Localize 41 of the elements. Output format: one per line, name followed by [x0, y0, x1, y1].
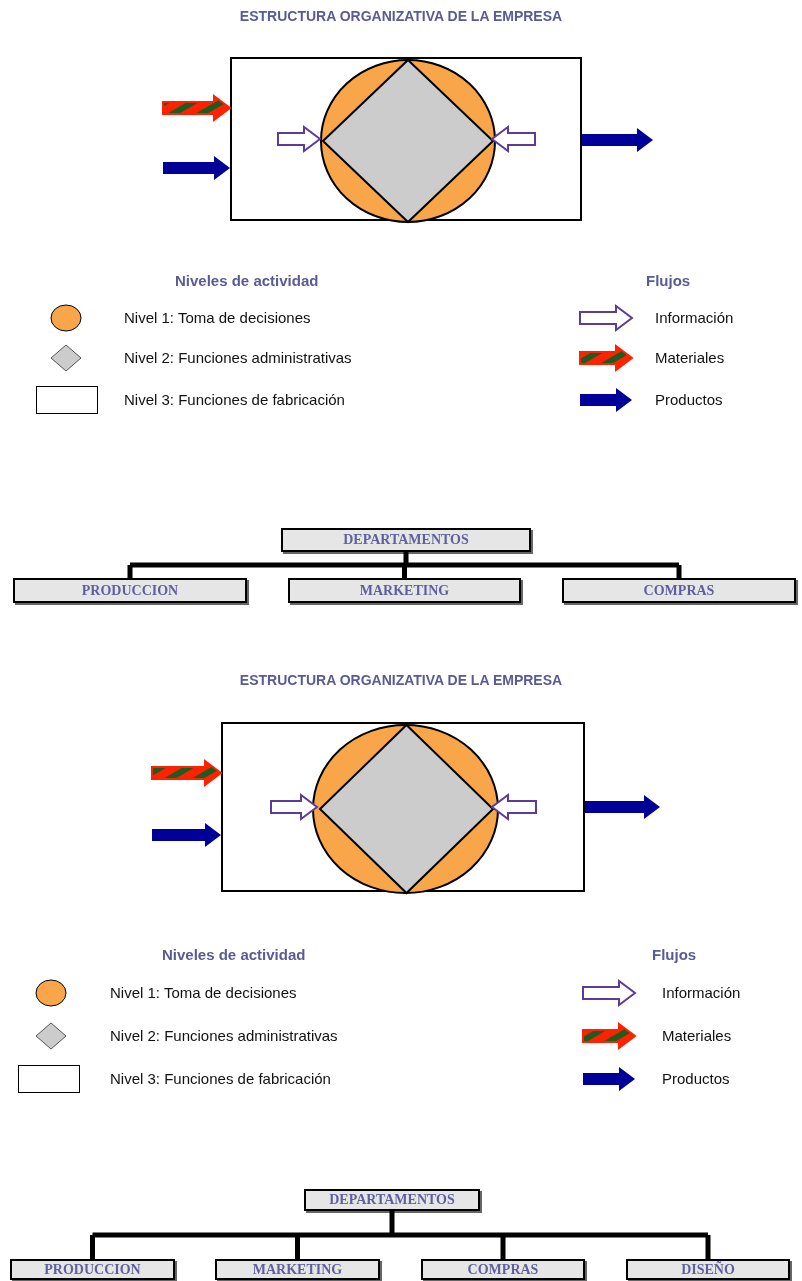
flow-arrow: [490, 125, 536, 153]
legend-label: Nivel 1: Toma de decisiones: [124, 309, 311, 326]
chart-title: ESTRUCTURA ORGANIZATIVA DE LA EMPRESA: [238, 8, 564, 24]
legend-label: Nivel 3: Funciones de fabricación: [124, 391, 345, 408]
department-box: COMPRAS: [421, 1259, 585, 1280]
level-3-rectangle: [221, 722, 585, 892]
department-box: PRODUCCION: [10, 1259, 175, 1280]
legend-label: Nivel 2: Funciones administrativas: [110, 1027, 338, 1044]
department-box: MARKETING: [215, 1259, 380, 1280]
department-box: DISEÑO: [626, 1259, 790, 1280]
legend-label: Materiales: [662, 1027, 732, 1044]
org-chart-connector: [90, 1208, 711, 1262]
legend-label: Información: [655, 309, 734, 326]
legend-heading: Niveles de actividad: [162, 946, 306, 963]
legend-label: Productos: [662, 1070, 730, 1087]
legend-label: Nivel 1: Toma de decisiones: [110, 984, 297, 1001]
department-box: COMPRAS: [562, 578, 796, 603]
flow-arrow: [163, 156, 230, 180]
department-box: MARKETING: [288, 578, 521, 603]
legend-label: Productos: [655, 391, 723, 408]
legend-label: Nivel 3: Funciones de fabricación: [110, 1070, 331, 1087]
org-chart-connector: [127, 549, 682, 581]
legend-label: Nivel 2: Funciones administrativas: [124, 349, 352, 366]
legend-heading: Flujos: [646, 272, 691, 289]
flow-arrow: [585, 795, 660, 819]
flow-arrow: [151, 759, 223, 787]
legend-label: Materiales: [655, 349, 725, 366]
department-box: DEPARTAMENTOS: [281, 528, 531, 552]
level-3-rectangle: [230, 57, 582, 221]
legend-heading: Niveles de actividad: [175, 272, 319, 289]
flow-arrow: [582, 128, 653, 152]
legend-label: Información: [662, 984, 741, 1001]
chart-title: ESTRUCTURA ORGANIZATIVA DE LA EMPRESA: [238, 672, 564, 688]
legend-heading: Flujos: [652, 946, 697, 963]
flow-arrow: [277, 125, 322, 153]
department-box: PRODUCCION: [13, 578, 247, 603]
flow-arrow: [270, 793, 319, 821]
flow-arrow: [152, 823, 221, 847]
flow-arrow: [490, 793, 537, 821]
department-box: DEPARTAMENTOS: [304, 1189, 480, 1211]
flow-arrow: [162, 94, 232, 122]
